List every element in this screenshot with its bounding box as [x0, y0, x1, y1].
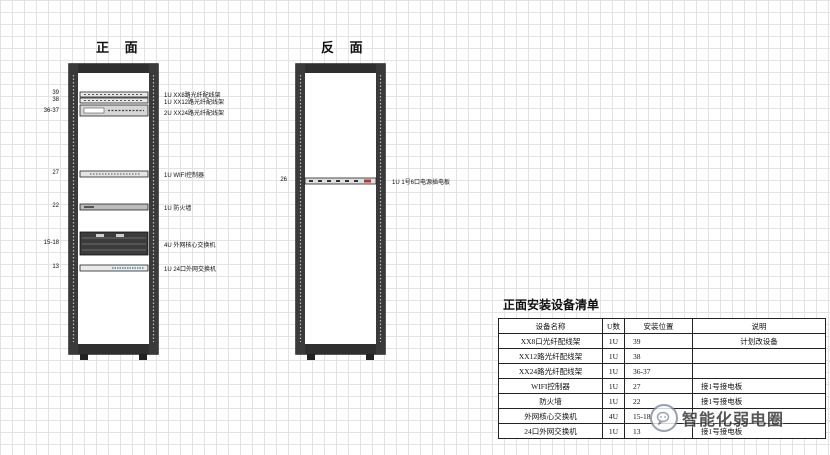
label-wifi-controller: 1U WIFI控制器 [164, 173, 204, 179]
cell-notes: 接1号接电板 [692, 378, 826, 394]
front-rack-base [69, 344, 158, 354]
cell-u-count: 4U [602, 408, 625, 424]
header-position: 安装位置 [624, 318, 693, 334]
table-row: XX12路光纤配线架 1U 38 [498, 348, 826, 364]
label-fiber-panel-8: 1U XX8路光纤配线架 [164, 93, 221, 99]
label-fiber-panel-12: 1U XX12路光纤配线架 [164, 100, 225, 106]
watermark: 智能化弱电圈 [650, 404, 784, 432]
cell-device-name: 防火墙 [498, 393, 603, 409]
u-label-13: 13 [52, 264, 59, 270]
chat-bubble-icon [650, 404, 678, 432]
fiber-patch-panel-12 [79, 97, 149, 104]
cell-u-count: 1U [602, 348, 625, 364]
u-label-22: 22 [52, 203, 59, 209]
equipment-table: 设备名称 U数 安装位置 说明 XX8口光纤配线架 1U 39 计划改设备 XX… [498, 318, 826, 439]
back-rack-foot-left [307, 354, 315, 360]
cell-device-name: WIFI控制器 [498, 378, 603, 394]
wifi-controller [79, 170, 149, 178]
cell-u-count: 1U [602, 423, 625, 439]
cell-position: 36-37 [624, 363, 693, 379]
cell-device-name: XX8口光纤配线架 [498, 333, 603, 349]
u-label-15-18: 15-18 [43, 240, 59, 246]
table-row: XX8口光纤配线架 1U 39 计划改设备 [498, 333, 826, 349]
table-row: WIFI控制器 1U 27 接1号接电板 [498, 378, 826, 394]
cell-notes: 接1号接电板 [692, 423, 826, 439]
back-rack-top-bar [296, 64, 385, 73]
cell-device-name: XX24路光纤配线架 [498, 363, 603, 379]
front-rack [68, 63, 159, 360]
u-label-26: 26 [280, 177, 287, 183]
u-label-27: 27 [52, 170, 59, 176]
back-rack-base [296, 344, 385, 354]
front-rack-top-bar [69, 64, 158, 73]
header-device-name: 设备名称 [498, 318, 603, 334]
back-rack-frame [295, 63, 386, 355]
cell-device-name: 外网核心交换机 [498, 408, 603, 424]
cell-device-name: XX12路光纤配线架 [498, 348, 603, 364]
cell-device-name: 24口外网交换机 [498, 423, 603, 439]
firewall [79, 203, 149, 211]
cell-position: 27 [624, 378, 693, 394]
label-firewall: 1U 防火墙 [164, 206, 192, 212]
u-label-38: 38 [52, 97, 59, 103]
back-title: 反 面 [321, 40, 369, 55]
label-power-strip: 1U 1号6口电源插电板 [392, 180, 451, 186]
label-access-switch: 1U 24口外网交换机 [164, 267, 217, 273]
back-rack-foot-right [366, 354, 374, 360]
cell-notes [692, 363, 826, 379]
access-switch-24 [79, 264, 149, 272]
label-core-switch: 4U 外网核心交换机 [164, 243, 216, 249]
cell-notes: 计划改设备 [692, 333, 826, 349]
front-rack-foot-left [80, 354, 88, 360]
watermark-text: 智能化弱电圈 [682, 412, 785, 429]
cell-notes [692, 348, 826, 364]
label-fiber-panel-24: 2U XX24路光纤配线架 [164, 111, 225, 117]
table-row: 防火墙 1U 22 接1号接电板 [498, 393, 826, 409]
cell-position: 39 [624, 333, 693, 349]
header-u-count: U数 [602, 318, 625, 334]
front-rack-foot-right [139, 354, 147, 360]
header-notes: 说明 [692, 318, 826, 334]
table-row: XX24路光纤配线架 1U 36-37 [498, 363, 826, 379]
cell-u-count: 1U [602, 363, 625, 379]
cell-u-count: 1U [602, 378, 625, 394]
table-row: 24口外网交换机 1U 13 接1号接电板 [498, 423, 826, 439]
u-label-36-37: 36-37 [43, 108, 59, 114]
power-strip [304, 177, 377, 185]
cell-position: 38 [624, 348, 693, 364]
u-label-39: 39 [52, 90, 59, 96]
cell-u-count: 1U [602, 333, 625, 349]
core-switch [79, 231, 149, 256]
front-title: 正 面 [96, 40, 144, 55]
fiber-patch-panel-24 [79, 104, 149, 117]
cell-u-count: 1U [602, 393, 625, 409]
equipment-list-title: 正面安装设备清单 [503, 298, 600, 312]
back-rack [295, 63, 386, 360]
table-header-row: 设备名称 U数 安装位置 说明 [498, 318, 826, 334]
fiber-patch-panel-8 [79, 91, 149, 98]
